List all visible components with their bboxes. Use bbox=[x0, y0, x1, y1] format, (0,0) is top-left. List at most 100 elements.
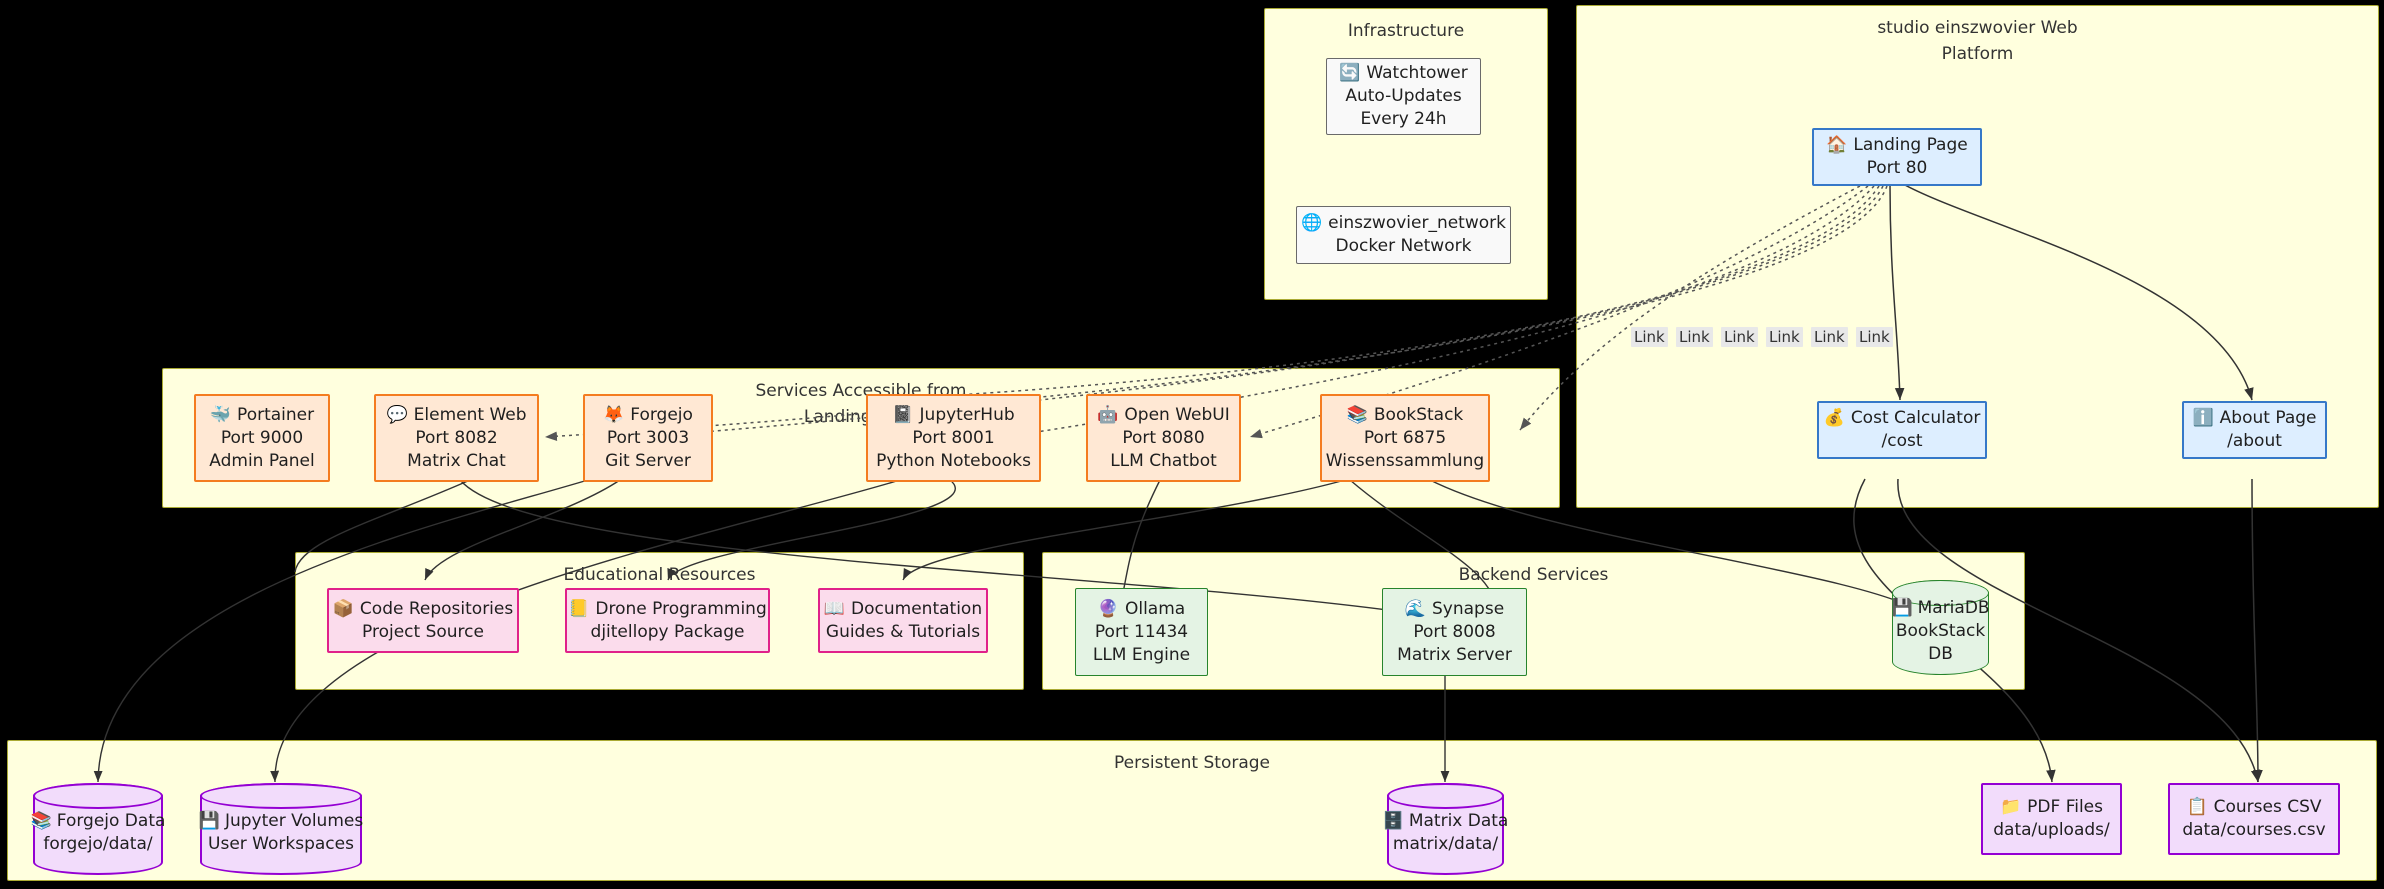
node-about-page-label: About Page bbox=[2219, 408, 2317, 428]
file-cabinet-icon: 🗄️ bbox=[1382, 811, 1404, 831]
node-portainer-line2: Port 9000 bbox=[220, 427, 304, 448]
node-docker-network-label: einszwovier_network bbox=[1328, 213, 1506, 233]
node-drone-programming-line2: djitellopy Package bbox=[590, 621, 745, 642]
node-code-repositories-label: Code Repositories bbox=[359, 598, 514, 619]
node-synapse-line2: Port 8008 bbox=[1413, 621, 1496, 642]
node-ollama[interactable]: 🔮 Ollama Port 11434 LLM Engine bbox=[1075, 588, 1208, 676]
whale-icon: 🐳 bbox=[209, 404, 232, 425]
node-mariadb-line2: BookStack DB bbox=[1895, 621, 1986, 664]
forgejo-data-cylinder-cap bbox=[33, 783, 163, 809]
node-element-web[interactable]: 💬 Element Web Port 8082 Matrix Chat bbox=[374, 394, 539, 482]
node-watchtower-label: Watchtower bbox=[1366, 63, 1468, 83]
notebook-icon: 📓 bbox=[892, 404, 914, 425]
node-code-repositories[interactable]: 📦 Code Repositories Project Source bbox=[327, 588, 519, 653]
node-bookstack[interactable]: 📚 BookStack Port 6875 Wissenssammlung bbox=[1320, 394, 1490, 482]
node-courses-csv-label: Courses CSV bbox=[2213, 797, 2322, 817]
node-portainer[interactable]: 🐳 Portainer Port 9000 Admin Panel bbox=[194, 394, 330, 482]
node-cost-calculator-label: Cost Calculator bbox=[1850, 408, 1981, 428]
speech-bubble-icon: 💬 bbox=[386, 404, 408, 425]
node-watchtower[interactable]: 🔄 Watchtower Auto-Updates Every 24h bbox=[1326, 58, 1481, 135]
node-matrix-data[interactable]: 🗄️ Matrix Data matrix/data/ bbox=[1383, 783, 1508, 875]
node-mariadb[interactable]: 💾 MariaDB BookStack DB bbox=[1891, 580, 1990, 675]
open-book-icon: 📖 bbox=[823, 598, 846, 619]
node-jupyter-volumes[interactable]: 💾 Jupyter Volumes User Workspaces bbox=[198, 783, 364, 875]
edge-label-link-5: Link bbox=[1811, 327, 1848, 347]
globe-icon: 🌐 bbox=[1301, 213, 1323, 233]
clipboard-icon: 📋 bbox=[2186, 797, 2208, 817]
node-jupyterhub-line3: Python Notebooks bbox=[876, 450, 1031, 471]
node-courses-csv-line2: data/courses.csv bbox=[2182, 820, 2326, 840]
node-matrix-data-line2: matrix/data/ bbox=[1392, 834, 1499, 854]
books-icon: 📚 bbox=[1346, 404, 1368, 425]
cluster-educational-resources-title: Educational Resources bbox=[563, 565, 756, 585]
node-ollama-label: Ollama bbox=[1124, 598, 1186, 619]
node-docker-network[interactable]: 🌐 einszwovier_network Docker Network bbox=[1296, 206, 1511, 264]
node-forgejo[interactable]: 🦊 Forgejo Port 3003 Git Server bbox=[583, 394, 713, 482]
node-forgejo-data-label: Forgejo Data bbox=[56, 811, 166, 831]
node-portainer-line3: Admin Panel bbox=[209, 450, 315, 471]
node-element-web-label: Element Web bbox=[413, 404, 527, 425]
node-landing-page-line2: Port 80 bbox=[1866, 158, 1928, 178]
node-documentation[interactable]: 📖 Documentation Guides & Tutorials bbox=[818, 588, 988, 653]
node-forgejo-data[interactable]: 📚 Forgejo Data forgejo/data/ bbox=[30, 783, 166, 875]
folder-icon: 📁 bbox=[2000, 797, 2022, 817]
node-landing-page[interactable]: 🏠 Landing Page Port 80 bbox=[1812, 128, 1982, 186]
node-bookstack-label: BookStack bbox=[1373, 404, 1464, 425]
node-ollama-line2: Port 11434 bbox=[1094, 621, 1189, 642]
node-pdf-files-line2: data/uploads/ bbox=[1993, 820, 2110, 840]
node-forgejo-line3: Git Server bbox=[605, 450, 691, 471]
node-courses-csv[interactable]: 📋 Courses CSV data/courses.csv bbox=[2168, 783, 2340, 855]
node-jupyter-volumes-line2: User Workspaces bbox=[208, 834, 354, 854]
node-mariadb-label: MariaDB bbox=[1917, 598, 1990, 618]
node-watchtower-line3: Every 24h bbox=[1360, 109, 1447, 129]
node-open-webui-label: Open WebUI bbox=[1124, 404, 1230, 425]
node-about-page[interactable]: ℹ️ About Page /about bbox=[2182, 401, 2327, 459]
cluster-persistent-storage-title: Persistent Storage bbox=[1113, 753, 1270, 773]
node-pdf-files-label: PDF Files bbox=[2027, 797, 2103, 817]
node-element-web-line3: Matrix Chat bbox=[407, 450, 506, 471]
node-about-page-line2: /about bbox=[2227, 431, 2282, 451]
node-bookstack-line2: Port 6875 bbox=[1363, 427, 1447, 448]
node-ollama-line3: LLM Engine bbox=[1092, 644, 1191, 665]
edge-label-link-3: Link bbox=[1721, 327, 1758, 347]
node-cost-calculator-line2: /cost bbox=[1881, 431, 1923, 451]
matrix-data-cylinder-cap bbox=[1387, 783, 1504, 809]
cluster-web-platform-title: studio einszwovier Web Platform bbox=[1877, 18, 2078, 64]
node-synapse[interactable]: 🌊 Synapse Port 8008 Matrix Server bbox=[1382, 588, 1527, 676]
node-jupyterhub[interactable]: 📓 JupyterHub Port 8001 Python Notebooks bbox=[866, 394, 1041, 482]
house-icon: 🏠 bbox=[1826, 135, 1848, 155]
robot-icon: 🤖 bbox=[1097, 404, 1119, 425]
edge-label-link-4: Link bbox=[1766, 327, 1803, 347]
node-open-webui-line2: Port 8080 bbox=[1122, 427, 1205, 448]
node-watchtower-line2: Auto-Updates bbox=[1345, 86, 1462, 106]
node-element-web-line2: Port 8082 bbox=[415, 427, 498, 448]
books-icon: 📚 bbox=[30, 811, 52, 831]
ledger-icon: 📒 bbox=[568, 598, 590, 619]
edge-label-link-6: Link bbox=[1856, 327, 1893, 347]
edge-label-link-1: Link bbox=[1631, 327, 1668, 347]
package-icon: 📦 bbox=[332, 598, 354, 619]
wave-icon: 🌊 bbox=[1404, 598, 1426, 619]
node-open-webui[interactable]: 🤖 Open WebUI Port 8080 LLM Chatbot bbox=[1086, 394, 1241, 482]
node-bookstack-line3: Wissenssammlung bbox=[1325, 450, 1485, 471]
cluster-infrastructure-title: Infrastructure bbox=[1347, 21, 1465, 41]
node-jupyter-volumes-label: Jupyter Volumes bbox=[224, 811, 364, 831]
node-drone-programming-label: Drone Programming bbox=[595, 598, 767, 619]
node-matrix-data-label: Matrix Data bbox=[1408, 811, 1509, 831]
cluster-backend-services-title: Backend Services bbox=[1458, 565, 1609, 585]
node-forgejo-data-line2: forgejo/data/ bbox=[43, 834, 153, 854]
node-open-webui-line3: LLM Chatbot bbox=[1110, 450, 1217, 471]
floppy-disk-icon: 💾 bbox=[198, 811, 220, 831]
node-jupyterhub-label: JupyterHub bbox=[919, 404, 1015, 425]
node-synapse-line3: Matrix Server bbox=[1397, 644, 1512, 665]
node-cost-calculator[interactable]: 💰 Cost Calculator /cost bbox=[1817, 401, 1987, 459]
money-bag-icon: 💰 bbox=[1823, 408, 1845, 428]
info-icon: ℹ️ bbox=[2192, 408, 2214, 428]
node-drone-programming[interactable]: 📒 Drone Programming djitellopy Package bbox=[565, 588, 770, 653]
node-pdf-files[interactable]: 📁 PDF Files data/uploads/ bbox=[1981, 783, 2122, 855]
node-forgejo-line2: Port 3003 bbox=[606, 427, 690, 448]
edge-label-link-2: Link bbox=[1676, 327, 1713, 347]
node-jupyterhub-line2: Port 8001 bbox=[912, 427, 995, 448]
node-synapse-label: Synapse bbox=[1432, 598, 1505, 619]
